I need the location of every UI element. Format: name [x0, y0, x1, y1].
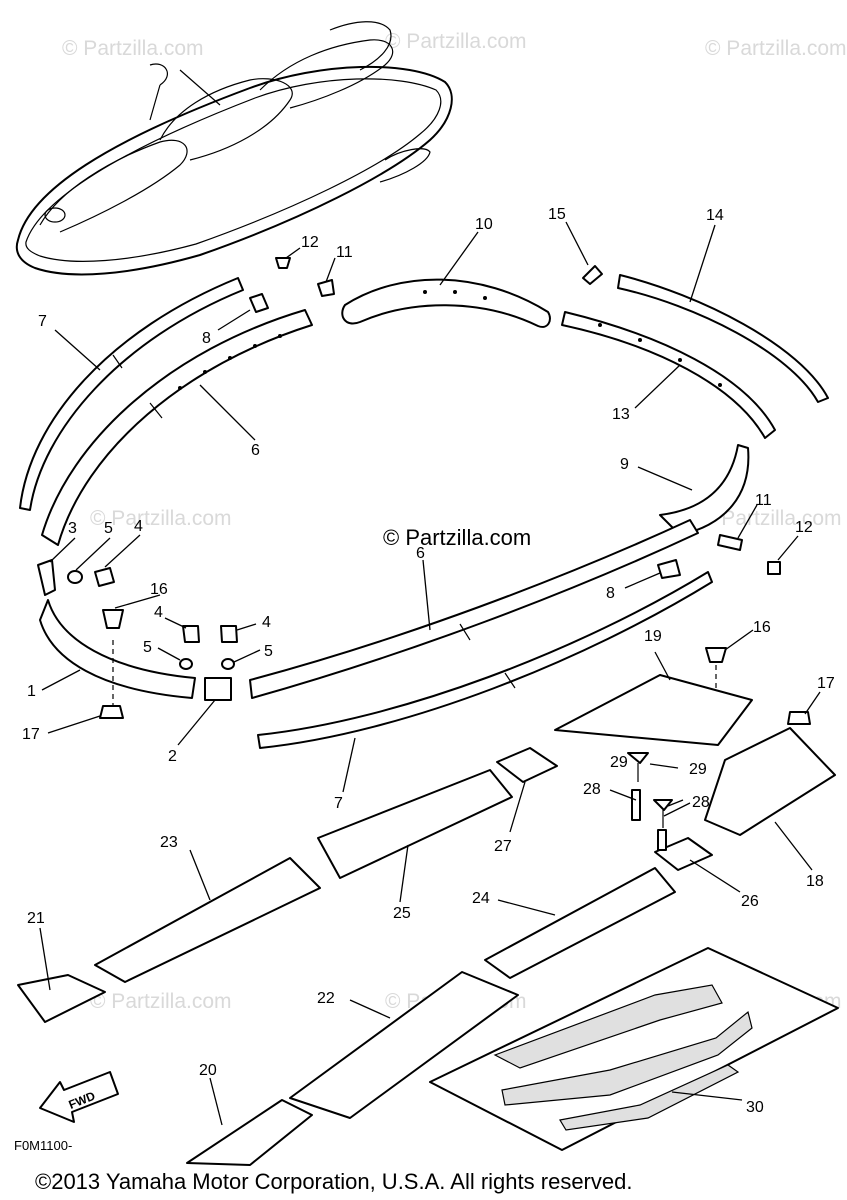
callout-4: 4: [262, 614, 271, 631]
watermark-text: © Partzilla.com: [705, 37, 847, 60]
watermark-text: © Partzilla.com: [385, 30, 527, 53]
callout-29: 29: [689, 761, 707, 778]
watercraft-overview: [15, 21, 453, 276]
part-2-joint: [204, 677, 232, 701]
callout-22: 22: [317, 990, 335, 1007]
callout-10: 10: [475, 216, 493, 233]
callout-16: 16: [150, 581, 168, 598]
callout-6: 6: [251, 442, 260, 459]
part-26-plate: [654, 837, 713, 871]
part-23-mat: [94, 857, 321, 983]
callout-12: 12: [301, 234, 319, 251]
callout-28: 28: [692, 794, 710, 811]
callout-5: 5: [264, 643, 273, 660]
part-6-lower-rail: [249, 519, 699, 699]
callout-17: 17: [22, 726, 40, 743]
callout-17: 17: [817, 675, 835, 692]
part-6-upper-rail: [41, 309, 313, 546]
watermark-text: © Partzilla.com: [90, 507, 232, 530]
center-watermark: © Partzilla.com: [383, 525, 531, 550]
callout-3: 3: [68, 520, 77, 537]
callout-24: 24: [472, 890, 490, 907]
part-25-mat: [317, 769, 513, 879]
callout-7: 7: [38, 313, 47, 330]
part-18-pad: [704, 727, 836, 836]
callout-1: 1: [27, 683, 36, 700]
part-10-bumper: [341, 278, 551, 328]
watermark-text: © Partzilla.com: [700, 507, 842, 530]
callout-6: 6: [416, 545, 425, 562]
part-7-upper-strip: [19, 277, 244, 511]
part-30-mat-kit: [429, 947, 839, 1151]
rivets: [627, 752, 673, 851]
callout-26: 26: [741, 893, 759, 910]
callout-16: 16: [753, 619, 771, 636]
part-13-rail: [561, 311, 776, 439]
callout-5: 5: [104, 520, 113, 537]
callout-23: 23: [160, 834, 178, 851]
callout-9: 9: [620, 456, 629, 473]
callout-2: 2: [168, 748, 177, 765]
part-24-mat: [484, 867, 676, 979]
part-22-mat: [289, 971, 519, 1119]
callout-27: 27: [494, 838, 512, 855]
callout-8: 8: [202, 330, 211, 347]
callout-18: 18: [806, 873, 824, 890]
callout-4: 4: [134, 518, 143, 535]
callout-30: 30: [746, 1099, 764, 1116]
part-27-plate: [496, 747, 558, 783]
callout-11: 11: [336, 244, 353, 261]
part-19-pad: [554, 674, 753, 746]
callout-25: 25: [393, 905, 411, 922]
leader-lines: [39, 221, 821, 1126]
part-21-mat: [17, 974, 106, 1023]
diagram-code: F0M1100-: [14, 1138, 72, 1153]
watermark-text: © Partzilla.com: [90, 990, 232, 1013]
part-20-mat: [186, 1099, 313, 1166]
callout-12: 12: [795, 519, 813, 536]
callout-7: 7: [334, 795, 343, 812]
callout-5: 5: [143, 639, 152, 656]
callout-21: 21: [27, 910, 45, 927]
watermark-text: © Partzilla.com: [62, 37, 204, 60]
callout-8: 8: [606, 585, 615, 602]
callout-15: 15: [548, 206, 566, 223]
fasteners: [67, 257, 811, 725]
part-14-strip: [617, 274, 829, 403]
part-9-end-cap: [659, 444, 750, 536]
fwd-arrow: FWD: [39, 1071, 119, 1123]
callout-19: 19: [644, 628, 662, 645]
callout-28: 28: [583, 781, 601, 798]
callout-13: 13: [612, 406, 630, 423]
callout-11: 11: [755, 492, 772, 509]
callout-20: 20: [199, 1062, 217, 1079]
part-3-bracket: [37, 559, 56, 596]
callout-14: 14: [706, 207, 724, 224]
part-1-corner-piece: [39, 599, 196, 699]
part-7-lower-strip: [257, 571, 713, 749]
callouts: 7 8 6 12 11 10 15 14 13 9 11 12 8 6 3 5 …: [22, 206, 835, 1116]
copyright-notice: ©2013 Yamaha Motor Corporation, U.S.A. A…: [35, 1169, 632, 1194]
callout-4: 4: [154, 604, 163, 621]
callout-29: 29: [610, 754, 628, 771]
